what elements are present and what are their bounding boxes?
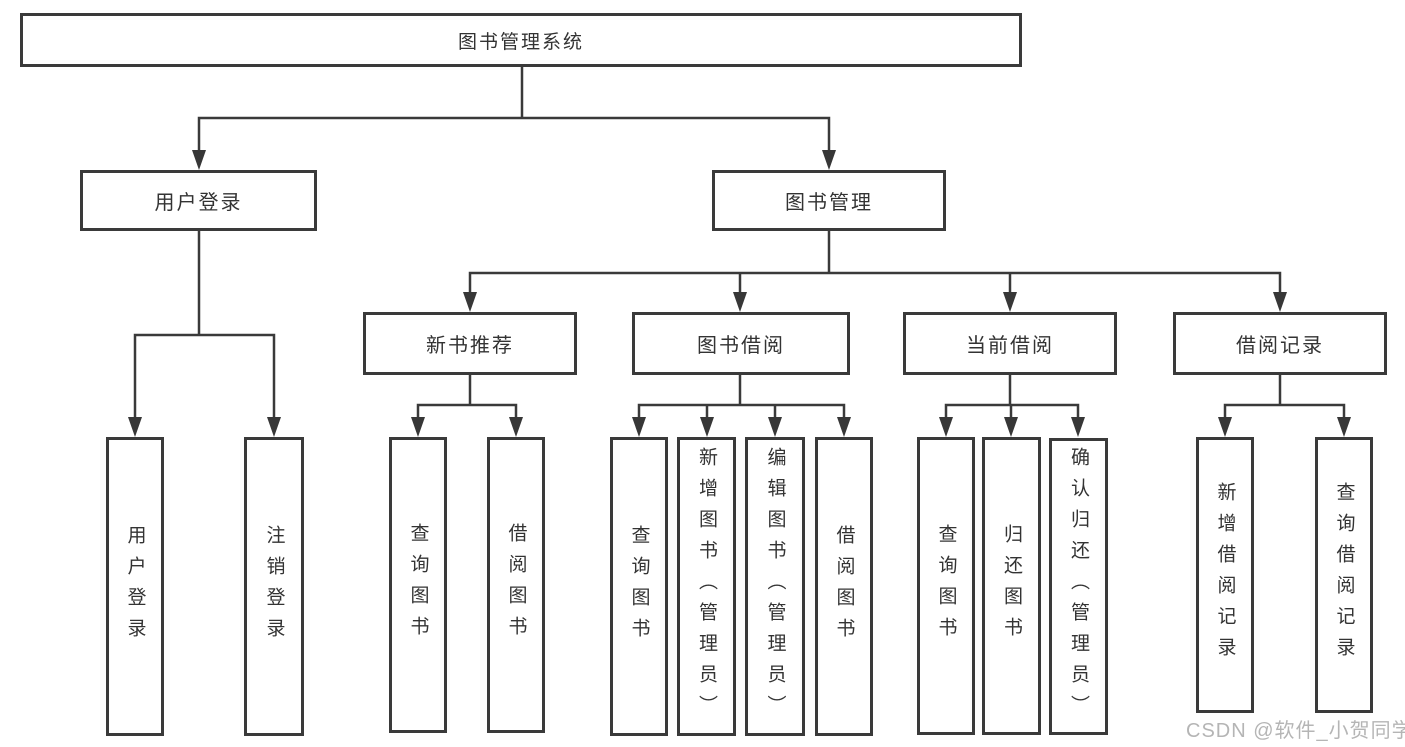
connector-book-borrow-children xyxy=(637,373,846,425)
node-new-book-rec: 新书推荐 xyxy=(363,312,577,375)
connector-book-mgmt-children xyxy=(468,229,1282,300)
leaf-label: 借阅图书 xyxy=(833,524,855,649)
node-book-borrow-label: 图书借阅 xyxy=(697,335,785,357)
node-leaf-user-login: 用户登录 xyxy=(106,437,164,736)
leaf-label: 查询图书 xyxy=(935,524,957,648)
node-book-mgmt: 图书管理 xyxy=(712,170,946,231)
node-book-mgmt-label: 图书管理 xyxy=(785,192,873,214)
node-leaf-query-books-1: 查询图书 xyxy=(389,437,447,733)
node-leaf-return-books: 归还图书 xyxy=(982,437,1041,735)
node-leaf-logout: 注销登录 xyxy=(244,437,304,736)
leaf-label: 借阅图书 xyxy=(505,523,527,647)
connector-user-login-children xyxy=(133,229,276,425)
node-leaf-query-books-2: 查询图书 xyxy=(610,437,668,736)
node-borrow-records-label: 借阅记录 xyxy=(1236,335,1324,357)
node-leaf-borrow-books-2: 借阅图书 xyxy=(815,437,873,736)
node-user-login-label: 用户登录 xyxy=(154,192,243,214)
node-root: 图书管理系统 xyxy=(20,13,1022,67)
leaf-label: 确认归还（管理员） xyxy=(1068,447,1089,726)
csdn-watermark: CSDN @软件_小贺同学 xyxy=(1186,720,1405,742)
node-current-borrow: 当前借阅 xyxy=(903,312,1117,375)
node-leaf-confirm-return-admin: 确认归还（管理员） xyxy=(1049,438,1108,735)
node-root-label: 图书管理系统 xyxy=(457,31,584,53)
node-leaf-add-books-admin: 新增图书（管理员） xyxy=(677,437,736,736)
connector-new-book-children xyxy=(416,373,518,425)
leaf-label: 查询借阅记录 xyxy=(1333,482,1355,668)
arrowheads xyxy=(128,150,1351,437)
node-book-borrow: 图书借阅 xyxy=(632,312,850,375)
node-leaf-query-books-3: 查询图书 xyxy=(917,437,975,735)
node-borrow-records: 借阅记录 xyxy=(1173,312,1387,375)
connector-root-to-level2 xyxy=(197,65,831,158)
node-current-borrow-label: 当前借阅 xyxy=(966,335,1054,357)
leaf-label: 归还图书 xyxy=(1001,524,1022,648)
node-leaf-add-borrow-record: 新增借阅记录 xyxy=(1196,437,1254,713)
leaf-label: 注销登录 xyxy=(263,524,285,649)
node-new-book-rec-label: 新书推荐 xyxy=(426,335,514,357)
node-user-login: 用户登录 xyxy=(80,170,317,231)
node-leaf-edit-books-admin: 编辑图书（管理员） xyxy=(745,437,805,736)
connector-current-borrow-children xyxy=(944,373,1080,425)
leaf-label: 查询图书 xyxy=(628,524,650,649)
leaf-label: 新增图书（管理员） xyxy=(696,447,717,726)
connector-borrow-records-children xyxy=(1223,373,1346,425)
node-leaf-borrow-books-1: 借阅图书 xyxy=(487,437,545,733)
leaf-label: 新增借阅记录 xyxy=(1214,482,1236,668)
node-leaf-query-borrow-record: 查询借阅记录 xyxy=(1315,437,1373,713)
leaf-label: 用户登录 xyxy=(124,524,146,649)
leaf-label: 查询图书 xyxy=(407,523,429,647)
leaf-label: 编辑图书（管理员） xyxy=(764,447,786,726)
